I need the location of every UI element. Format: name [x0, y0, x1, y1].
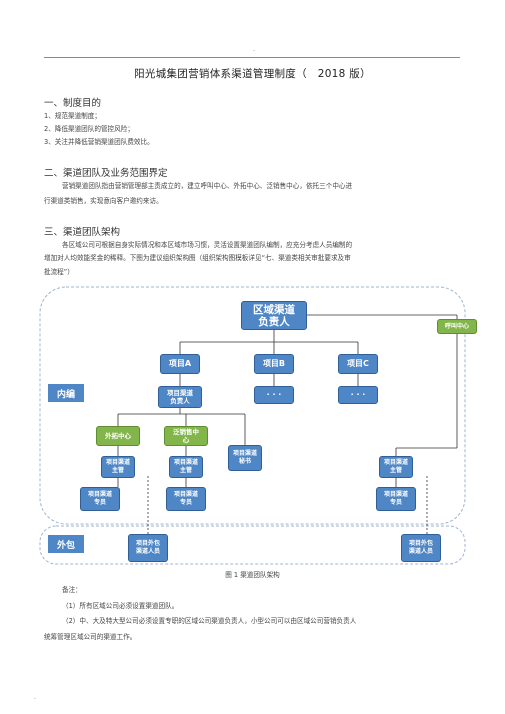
project-a-box: 项目A — [160, 354, 200, 374]
project-channel-supervisor-box: 项目渠道主管 — [169, 456, 203, 478]
section-1-heading: 一、制度目的 — [44, 98, 102, 109]
notes-label: 备注： — [62, 586, 82, 594]
section-1-item-3: 3、关注并降低营销渠道团队费效比。 — [44, 138, 154, 146]
section-1-item-2: 2、降低渠道团队的管控风险； — [44, 125, 134, 133]
outsourced-staff-label: 外包 — [48, 535, 84, 553]
header-rule — [44, 57, 460, 58]
section-1-item-1: 1、规范渠道制度； — [44, 112, 101, 120]
project-b-ellipsis-box: · · · — [254, 386, 294, 404]
project-channel-head-box: 项目渠道负责人 — [158, 386, 202, 408]
outreach-center-box: 外拓中心 — [96, 426, 140, 446]
call-center-box: 呼叫中心 — [437, 319, 477, 334]
channel-secretary-box: 项目渠道秘书 — [228, 445, 262, 471]
document-title: 阳光城集团营销体系渠道管理制度（ 2018 版） — [134, 68, 371, 80]
note-1: （1）所有区域公司必须设置渠道团队。 — [62, 602, 179, 610]
outsourced-staff-container — [39, 525, 466, 565]
section-2-heading: 二、渠道团队及业务范围界定 — [44, 168, 168, 179]
section-2-paragraph-line-2: 行渠道类销售，实现意向客户邀约来访。 — [44, 197, 163, 205]
section-2-paragraph-line-1: 营销渠道团队指由营销管理部主责成立的，建立呼叫中心、外拓中心、泛销售中心，依托三… — [62, 182, 353, 190]
project-c-ellipsis-box: · · · — [338, 386, 378, 404]
section-3-paragraph-line-2: 增加对人均效能奖金的稀释。下图为建议组织架构图（组织架构图模板详见“七、渠道类相… — [44, 254, 351, 262]
project-b-box: 项目B — [254, 354, 294, 374]
bottom-dot: . — [34, 694, 36, 701]
project-channel-supervisor-box: 项目渠道主管 — [101, 456, 135, 478]
top-dot: . — [253, 46, 255, 53]
internal-staff-container — [39, 286, 466, 525]
note-2-line-1: （2）中、大及特大型公司必须设置专职的区域公司渠道负责人，小型公司可以由区域公司… — [62, 617, 357, 625]
internal-staff-label: 内编 — [48, 384, 84, 402]
section-3-paragraph-line-1: 各区域公司可根据自身实际情况和本区域市场习惯，灵活设置渠道团队编制，应充分考虑人… — [62, 241, 353, 249]
outsourced-channel-staff-box: 项目外包渠道人员 — [128, 534, 168, 562]
figure-caption: 图 1 渠道团队架构 — [225, 571, 280, 579]
project-channel-specialist-box: 项目渠道专员 — [80, 487, 120, 511]
project-channel-specialist-box: 项目渠道专员 — [166, 487, 206, 511]
project-channel-supervisor-box: 项目渠道主管 — [379, 456, 413, 478]
section-3-paragraph-line-3: 批流程”） — [44, 268, 74, 276]
section-3-heading: 三、渠道团队架构 — [44, 227, 121, 238]
project-channel-specialist-box: 项目渠道专员 — [376, 487, 416, 511]
note-2-line-2: 统筹管理区域公司的渠道工作。 — [44, 633, 137, 641]
project-c-box: 项目C — [338, 354, 378, 374]
outsourced-channel-staff-box: 项目外包渠道人员 — [401, 534, 441, 562]
regional-channel-head-box: 区域渠道负责人 — [241, 301, 307, 330]
pan-sales-center-box: 泛销售中心 — [164, 426, 208, 446]
